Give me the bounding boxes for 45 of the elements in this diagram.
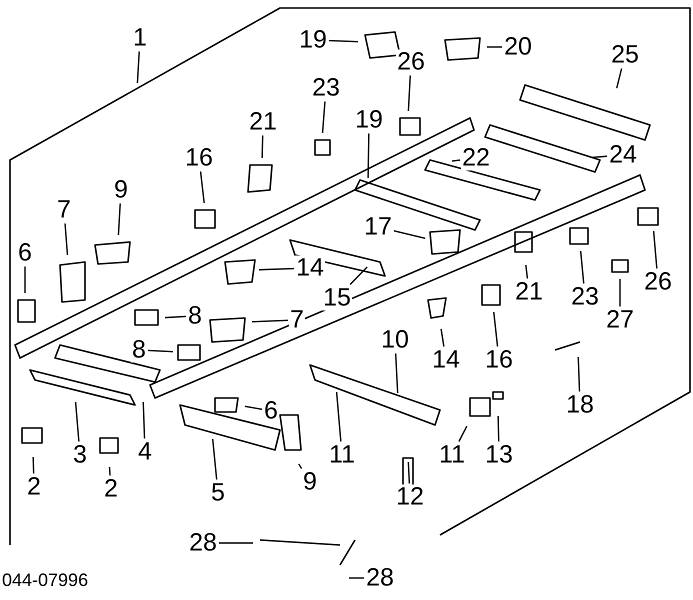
callout-number: 8 bbox=[131, 338, 147, 362]
leader-line bbox=[619, 279, 621, 306]
leader-line bbox=[148, 350, 174, 352]
leader-line bbox=[244, 406, 262, 410]
leader-line bbox=[252, 320, 288, 322]
leader-line bbox=[408, 75, 411, 112]
drawing-number: 044-07996 bbox=[2, 570, 88, 590]
leader-line bbox=[108, 466, 111, 476]
leader-line bbox=[525, 264, 528, 279]
callout-number: 15 bbox=[322, 286, 352, 310]
leader-line bbox=[258, 268, 294, 270]
leader-line bbox=[458, 426, 468, 442]
leader-line bbox=[487, 46, 502, 48]
leader-line bbox=[64, 223, 68, 256]
leader-line bbox=[394, 353, 398, 394]
leader-line bbox=[142, 402, 146, 439]
leader-line bbox=[118, 203, 121, 236]
leader-line bbox=[497, 416, 500, 442]
leader-line bbox=[212, 438, 218, 480]
leader-line bbox=[24, 266, 26, 293]
leader-line bbox=[218, 542, 253, 544]
leader-line bbox=[578, 356, 580, 392]
leader-line bbox=[328, 40, 358, 42]
leader-line bbox=[349, 577, 364, 579]
leader-line bbox=[336, 392, 342, 442]
leader-line bbox=[452, 159, 460, 162]
leader-line bbox=[261, 135, 264, 158]
leader-line bbox=[592, 156, 608, 158]
leader-line bbox=[580, 250, 584, 284]
leader-line bbox=[164, 316, 186, 318]
leader-line bbox=[32, 456, 34, 474]
leader-line bbox=[652, 230, 658, 269]
leader-line bbox=[394, 230, 426, 240]
callout-number: 22 bbox=[461, 146, 491, 170]
leader-line bbox=[298, 464, 302, 469]
leader-line bbox=[440, 328, 445, 347]
leader-line bbox=[367, 134, 370, 178]
leader-line bbox=[322, 101, 326, 134]
leader-line bbox=[136, 51, 140, 84]
leader-line bbox=[74, 402, 80, 442]
leader-line bbox=[493, 312, 498, 347]
leader-line bbox=[616, 68, 622, 88]
leader-line bbox=[350, 266, 368, 285]
leader-line bbox=[408, 462, 410, 484]
leader-line bbox=[200, 171, 205, 204]
